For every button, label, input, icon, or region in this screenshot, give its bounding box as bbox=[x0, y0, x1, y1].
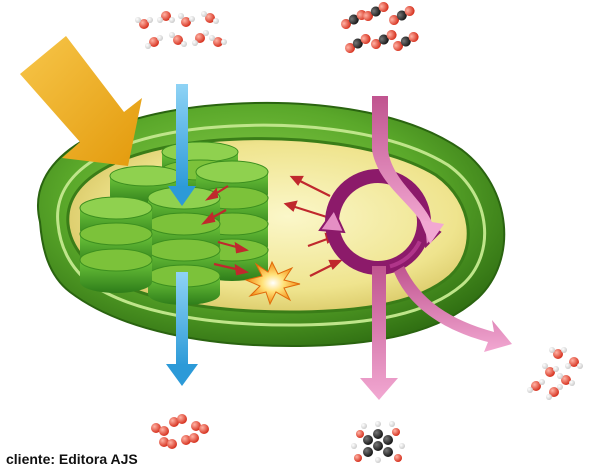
co2-input-arrow bbox=[372, 96, 444, 244]
spark-icon bbox=[244, 260, 301, 306]
water-molecules-icon bbox=[135, 11, 227, 49]
sugar-molecule-icon bbox=[351, 421, 405, 463]
granum-front-left bbox=[79, 196, 153, 293]
water-molecules-output-icon bbox=[527, 347, 583, 400]
carbon-dioxide-molecules-icon bbox=[341, 2, 419, 53]
energy-transfer-arrows bbox=[200, 175, 343, 277]
sunlight-arrow-icon bbox=[20, 36, 142, 166]
oxygen-output-arrow bbox=[394, 266, 512, 352]
sugar-output-arrow bbox=[360, 266, 398, 400]
oxygen-molecules-icon bbox=[151, 414, 209, 449]
water-arrow bbox=[166, 84, 198, 386]
credit-text: cliente: Editora AJS bbox=[6, 451, 138, 467]
